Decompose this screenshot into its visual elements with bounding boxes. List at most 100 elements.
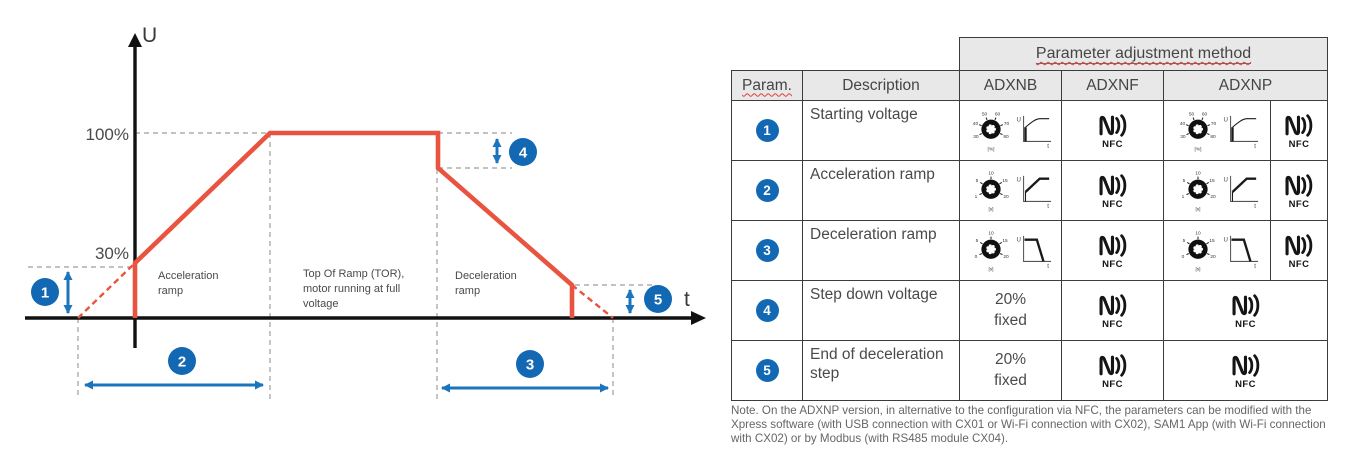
svg-text:t: t — [1047, 263, 1049, 269]
param-cell: 1 — [731, 100, 803, 161]
nfc-label: NFC — [1102, 258, 1123, 270]
svg-text:U: U — [1016, 236, 1020, 243]
level-100-label: 100% — [86, 125, 129, 144]
nfc-icon: NFC — [1063, 172, 1163, 210]
nfc-cell: NFC — [1270, 100, 1328, 161]
svg-text:5: 5 — [654, 292, 662, 309]
svg-text:U: U — [1016, 116, 1020, 123]
svg-text:20: 20 — [1003, 254, 1009, 260]
description-cell: Step down voltage — [802, 280, 960, 341]
svg-text:voltage: voltage — [303, 298, 338, 310]
svg-text:[s]: [s] — [988, 206, 993, 211]
svg-text:2: 2 — [178, 354, 186, 371]
svg-text:5: 5 — [976, 238, 979, 244]
fixed-value-cell: 20% fixed — [959, 280, 1062, 341]
nfc-icon: NFC — [1063, 112, 1163, 150]
svg-text:30: 30 — [973, 134, 979, 140]
param-badge: 5 — [755, 359, 779, 382]
nfc-cell: NFC — [1270, 160, 1328, 221]
svg-text:60: 60 — [1201, 111, 1207, 117]
svg-text:U: U — [1016, 176, 1020, 183]
parameter-table: Parameter adjustment method Param. Descr… — [731, 37, 1328, 401]
svg-text:50: 50 — [982, 111, 988, 117]
reference-dashed-lines — [28, 132, 655, 400]
svg-text:20: 20 — [1003, 194, 1009, 200]
description-cell: Starting voltage — [802, 100, 960, 161]
svg-text:Deceleration: Deceleration — [455, 270, 517, 282]
nfc-label: NFC — [1102, 318, 1123, 330]
nfc-cell: NFC — [1061, 340, 1164, 401]
nfc-cell: NFC — [1163, 280, 1328, 341]
span-header-label: Parameter adjustment method — [1035, 45, 1252, 64]
nfc-cell: NFC — [1061, 100, 1164, 161]
column-header-adxnp: ADXNP — [1163, 70, 1328, 101]
nfc-icon: NFC — [1165, 352, 1327, 390]
nfc-label: NFC — [1288, 198, 1310, 210]
nfc-icon: NFC — [1165, 292, 1327, 330]
table-columns-row: Param. Description ADXNB ADXNF ADXNP — [731, 70, 1328, 101]
svg-text:[%]: [%] — [988, 146, 995, 151]
svg-text:15: 15 — [1002, 238, 1008, 244]
description-cell: End of deceleration step — [802, 340, 960, 401]
ramp-chart-start-icon: Ut — [1223, 115, 1258, 149]
param-badge: 2 — [755, 179, 779, 202]
param-cell: 2 — [731, 160, 803, 221]
fixed-value-cell: 20% fixed — [959, 340, 1062, 401]
nfc-label: NFC — [1235, 378, 1256, 390]
param-cell: 4 — [731, 280, 803, 341]
svg-text:10: 10 — [988, 230, 994, 236]
svg-text:t: t — [1047, 203, 1049, 209]
svg-text:40: 40 — [973, 121, 979, 127]
column-header-description: Description — [802, 70, 960, 101]
nfc-cell: NFC — [1270, 220, 1328, 281]
svg-text:1: 1 — [41, 285, 49, 302]
svg-text:15: 15 — [1002, 178, 1008, 184]
svg-text:5: 5 — [976, 178, 979, 184]
param-cell: 3 — [731, 220, 803, 281]
svg-text:1: 1 — [975, 194, 978, 200]
svg-text:20: 20 — [1210, 254, 1216, 260]
svg-text:ramp: ramp — [455, 285, 480, 297]
table-span-header-row: Parameter adjustment method — [732, 37, 1328, 71]
ramp-chart-decel-icon: Ut — [1223, 235, 1258, 269]
nfc-icon: NFC — [1272, 232, 1327, 270]
svg-text:[s]: [s] — [1195, 266, 1200, 271]
x-axis-label: t — [684, 288, 690, 311]
y-axis-label: U — [142, 24, 157, 47]
svg-text:[s]: [s] — [988, 266, 993, 271]
axes — [25, 33, 706, 348]
nfc-cell: NFC — [1163, 340, 1328, 401]
description-cell: Deceleration ramp — [802, 220, 960, 281]
ramp-chart-accel-icon: Ut — [1016, 175, 1052, 209]
param-badge: 3 — [755, 239, 779, 262]
ramp-chart-decel-icon: Ut — [1016, 235, 1052, 269]
svg-text:70: 70 — [1210, 121, 1216, 127]
dimension-arrows — [63, 138, 635, 393]
level-30-label: 30% — [95, 244, 129, 263]
svg-text:[s]: [s] — [1195, 206, 1200, 211]
param-marker-3: 3 — [516, 350, 544, 378]
nfc-icon: NFC — [1063, 232, 1163, 270]
nfc-icon: NFC — [1063, 352, 1163, 390]
svg-text:50: 50 — [1188, 111, 1194, 117]
svg-text:80: 80 — [1003, 134, 1009, 140]
column-header-param: Param. — [731, 70, 803, 101]
svg-text:15: 15 — [1209, 238, 1215, 244]
svg-text:5: 5 — [1182, 178, 1185, 184]
svg-text:40: 40 — [1179, 121, 1185, 127]
nfc-label: NFC — [1102, 378, 1123, 390]
nfc-label: NFC — [1102, 198, 1123, 210]
svg-text:70: 70 — [1004, 121, 1010, 127]
